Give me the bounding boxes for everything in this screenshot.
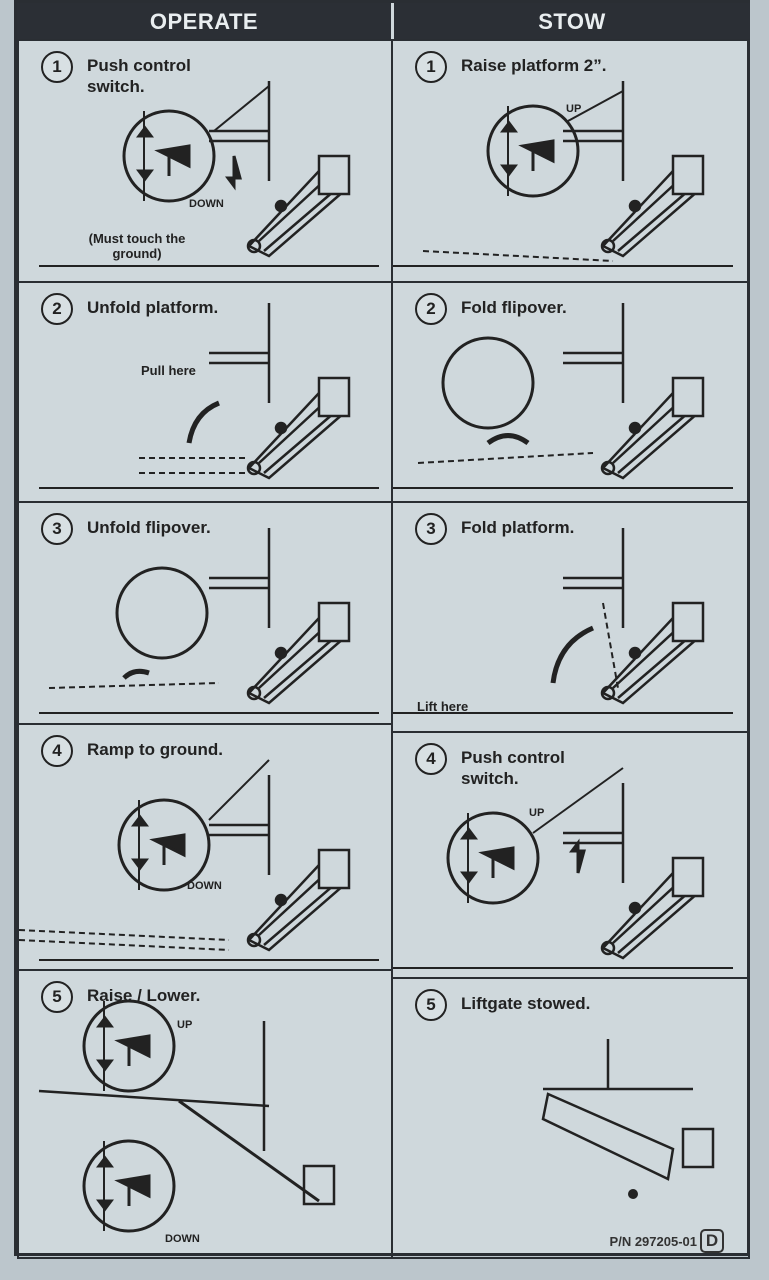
operate-step-2: 2 Unfold platform. Pull here (17, 281, 393, 503)
up-label: UP (177, 1019, 193, 1031)
step-title: Ramp to ground. (87, 740, 223, 759)
step-title: Unfold platform. (87, 298, 219, 317)
step-title: Fold platform. (461, 518, 575, 537)
down-label: DOWN (189, 198, 224, 210)
liftgate-diagram-icon (393, 526, 735, 715)
liftgate-instruction-label: OPERATE STOW 1 Push control switch. DOWN… (14, 0, 750, 1259)
step-title: Liftgate stowed. (461, 994, 591, 1013)
step-number: 3 (41, 513, 73, 545)
part-number: P/N 297205-01 D (610, 1229, 724, 1253)
lift-here-label: Lift here (417, 699, 469, 714)
stow-step-2: 2 Fold flipover. (391, 281, 750, 503)
pull-here-label: Pull here (141, 363, 196, 378)
liftgate-diagram-icon (541, 1039, 715, 1199)
step-number: 5 (41, 981, 73, 1013)
stow-step-5: 5 Liftgate stowed. P/N 297205-01 D (391, 977, 750, 1259)
operate-step-5: 5 Raise / Lower. UP DOWN (17, 969, 393, 1259)
liftgate-diagram-icon (393, 79, 735, 268)
liftgate-diagram-icon (393, 301, 735, 490)
step-number: 2 (41, 293, 73, 325)
down-label: DOWN (165, 1233, 200, 1245)
operate-step-1: 1 Push control switch. DOWN (Must touch … (17, 39, 393, 283)
liftgate-diagram-icon (19, 759, 381, 962)
stow-step-4: 4 Push control switch. UP (391, 731, 750, 979)
step-title: Push control switch. (87, 56, 191, 96)
step-title: Raise platform 2”. (461, 56, 607, 75)
stow-step-1: 1 Raise platform 2”. UP (391, 39, 750, 283)
liftgate-diagram-icon (37, 301, 381, 490)
step-number: 4 (41, 735, 73, 767)
liftgate-diagram-icon (37, 526, 381, 715)
step-title: Raise / Lower. (87, 986, 201, 1005)
liftgate-diagram-icon (37, 79, 381, 268)
step-number: 4 (415, 743, 447, 775)
operate-header: OPERATE (17, 3, 391, 41)
step-title: Unfold flipover. (87, 518, 211, 537)
operate-step-3: 3 Unfold flipover. (17, 501, 393, 725)
step-title: Fold flipover. (461, 298, 567, 317)
step-number: 5 (415, 989, 447, 1021)
step-number: 2 (415, 293, 447, 325)
up-label: UP (529, 807, 545, 819)
down-label: DOWN (187, 880, 222, 892)
revision-badge: D (700, 1229, 724, 1253)
step-number: 3 (415, 513, 447, 545)
liftgate-diagram-icon (393, 767, 735, 970)
operate-step-4: 4 Ramp to ground. DOWN (17, 723, 393, 971)
stow-header: STOW (394, 3, 750, 41)
step-number: 1 (415, 51, 447, 83)
liftgate-diagram-icon (38, 999, 336, 1233)
ground-note: (Must touch the ground) (88, 231, 186, 261)
up-label: UP (566, 103, 582, 115)
step-number: 1 (41, 51, 73, 83)
step-title: Push control switch. (461, 748, 565, 788)
stow-step-3: 3 Fold platform. Lift here (391, 501, 750, 733)
part-number-text: P/N 297205-01 (609, 1233, 697, 1249)
